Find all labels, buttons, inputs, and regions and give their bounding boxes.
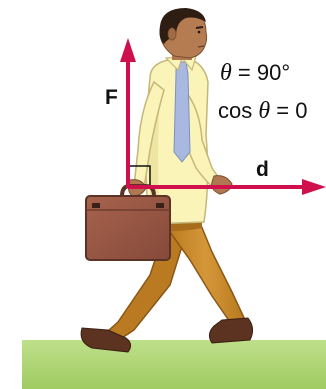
force-label: F xyxy=(105,86,118,109)
displacement-vector xyxy=(128,179,326,195)
cosine-equation: cos θ = 0 xyxy=(218,98,308,125)
briefcase xyxy=(85,184,171,261)
displacement-label: d xyxy=(256,158,269,181)
force-vector xyxy=(120,38,136,188)
ground xyxy=(22,340,326,389)
theta-symbol: θ xyxy=(220,60,232,86)
right-angle-marker xyxy=(130,165,151,186)
angle-value: = 90° xyxy=(237,60,291,85)
cos-value: = 0 xyxy=(276,98,308,123)
theta-symbol: θ xyxy=(258,98,271,124)
angle-equation: θ = 90° xyxy=(220,60,290,87)
cos-prefix: cos xyxy=(218,98,253,123)
